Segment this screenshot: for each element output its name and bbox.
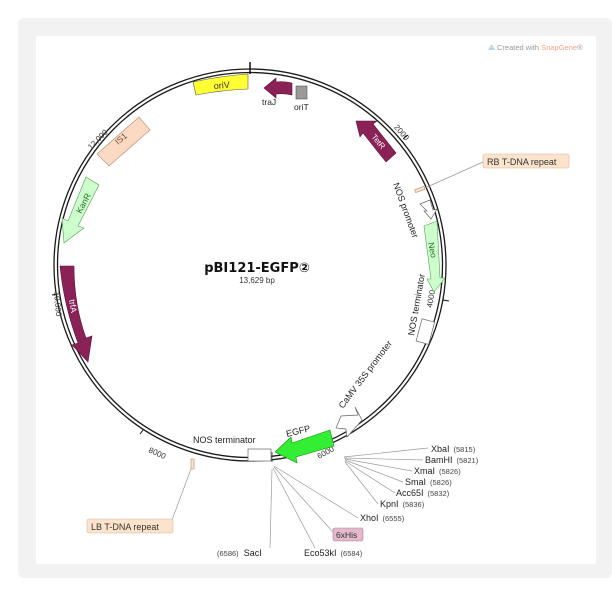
tick-label-4000: 4000	[425, 289, 437, 309]
tick-10000	[51, 293, 59, 296]
site-BamHI-name: BamHI	[425, 455, 453, 465]
tick-8000	[139, 429, 144, 435]
svg-text:XhoI(6555): XhoI (6555)	[360, 513, 405, 523]
watermark-suffix: ®	[577, 43, 583, 52]
map-panel	[36, 36, 596, 564]
feature-EGFP[interactable]	[274, 429, 335, 464]
svg-text:Created with SnapGene®: Created with SnapGene®	[497, 43, 583, 52]
feature-6xHis[interactable]: 6xHis	[332, 527, 364, 542]
plasmid-name: pBI121-EGFP②	[204, 261, 310, 276]
site-XbaI-name: XbaI	[431, 444, 450, 454]
svg-text:SmaI(5826): SmaI (5826)	[405, 477, 452, 487]
feature-NOS-promoter[interactable]	[419, 199, 438, 220]
feature-Neo[interactable]: Neo	[423, 220, 446, 293]
feature-oriT[interactable]: oriT	[294, 85, 309, 112]
feature-trfA[interactable]: trfA	[59, 265, 93, 363]
feature-oriV[interactable]: oriV	[192, 73, 249, 96]
site-SacI-pos: (6586)	[217, 549, 239, 558]
feature-6xHis-label: 6xHis	[336, 530, 357, 540]
tick-4000	[442, 299, 450, 302]
rb-tdna-label-box[interactable]: RB T-DNA repeat	[482, 153, 570, 169]
feature-LB-marker[interactable]	[190, 458, 195, 470]
svg-text:XbaI(5815): XbaI (5815)	[431, 444, 476, 454]
site-KpnI-pos: (5836)	[403, 500, 425, 509]
site-BamHI[interactable]: BamHI (5821)	[425, 455, 479, 465]
site-XmaI[interactable]: XmaI (5826)	[414, 466, 461, 476]
site-SacI[interactable]: (6586) SacI	[217, 548, 262, 558]
egfp-label: EGFP	[285, 423, 311, 439]
lb-leader-line	[171, 468, 192, 521]
site-KpnI[interactable]: KpnI (5836)	[380, 499, 425, 509]
site-SmaI-name: SmaI	[405, 477, 426, 487]
site-SacI-name: SacI	[244, 548, 262, 558]
feature-NOS-terminator-right[interactable]	[415, 318, 436, 345]
site-Acc65I-pos: (5832)	[428, 489, 450, 498]
tick-label-8000: 8000	[147, 446, 167, 462]
site-XmaI-name: XmaI	[414, 466, 435, 476]
tick-2000	[402, 134, 409, 140]
rb-leader-line	[424, 161, 484, 189]
svg-text:BamHI(5821): BamHI (5821)	[425, 455, 479, 465]
feature-TetR[interactable]: TetR	[355, 120, 397, 163]
feature-NOS-terminator-bottom[interactable]	[247, 448, 272, 462]
feature-RB-marker[interactable]	[414, 186, 426, 194]
watermark[interactable]: ⟁ Created with SnapGene®	[488, 43, 583, 52]
svg-text:(6586)SacI: (6586) SacI	[217, 548, 262, 558]
site-KpnI-name: KpnI	[380, 499, 399, 509]
site-XhoI[interactable]: XhoI (6555)	[360, 513, 405, 523]
watermark-brand: SnapGene	[541, 43, 577, 52]
site-leaders-right	[343, 447, 429, 505]
svg-text:KpnI(5836): KpnI (5836)	[380, 499, 425, 509]
feature-Neo-label: Neo	[426, 241, 439, 259]
site-XbaI-pos: (5815)	[454, 445, 476, 454]
feature-trfA-label: trfA	[67, 299, 79, 314]
site-XbaI[interactable]: XbaI (5815)	[431, 444, 476, 454]
site-Acc65I-name: Acc65I	[396, 488, 424, 498]
svg-text:Eco53kI(6584): Eco53kI (6584)	[304, 548, 363, 558]
site-XhoI-pos: (6555)	[383, 514, 405, 523]
plasmid-length: 13,629 bp	[239, 276, 275, 285]
feature-IS1[interactable]: IS1	[96, 116, 151, 167]
svg-text:Acc65I(5832): Acc65I (5832)	[396, 488, 450, 498]
watermark-prefix: Created with	[497, 43, 541, 52]
feature-oriT-label: oriT	[294, 102, 309, 112]
site-XmaI-pos: (5826)	[439, 467, 461, 476]
lb-tdna-label: LB T-DNA repeat	[91, 522, 159, 532]
svg-text:XmaI(5826): XmaI (5826)	[414, 466, 461, 476]
feature-traJ-label: traJ	[262, 97, 276, 107]
tick-label-10000: 10,000	[52, 291, 63, 317]
feature-oriV-label: oriV	[213, 80, 230, 91]
site-BamHI-pos: (5821)	[457, 456, 479, 465]
feature-KanR[interactable]: KanR	[61, 176, 100, 244]
feature-traJ[interactable]: traJ	[262, 77, 293, 107]
site-Eco53kI[interactable]: Eco53kI (6584)	[304, 548, 363, 558]
site-XhoI-name: XhoI	[360, 513, 379, 523]
site-Eco53kI-pos: (6584)	[341, 549, 363, 558]
site-Eco53kI-name: Eco53kI	[304, 548, 337, 558]
snapgene-logo-icon: ⟁	[488, 43, 495, 52]
lb-tdna-label-box[interactable]: LB T-DNA repeat	[86, 518, 174, 534]
feature-CaMV35S[interactable]	[335, 406, 363, 438]
camv35s-label: CaMV 35S promoter	[337, 339, 394, 411]
nos-terminator-bottom-label: NOS terminator	[193, 435, 256, 445]
site-SmaI-pos: (5826)	[430, 478, 452, 487]
site-SmaI[interactable]: SmaI (5826)	[405, 477, 452, 487]
rb-tdna-label: RB T-DNA repeat	[487, 157, 557, 167]
site-leaders-bottom	[269, 465, 359, 549]
site-Acc65I[interactable]: Acc65I (5832)	[396, 488, 450, 498]
